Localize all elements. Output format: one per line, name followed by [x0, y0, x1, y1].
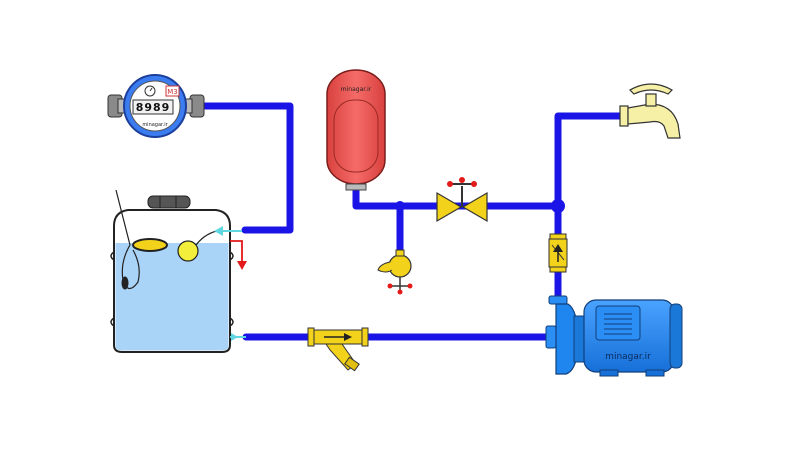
- meter-brand: minagar.ir: [142, 122, 168, 128]
- meter-unit: M3: [167, 88, 178, 96]
- meter-reading: 8989: [136, 101, 171, 114]
- expansion-tank-brand: minagar.ir: [341, 86, 372, 93]
- pipe-meter-to-tank: [201, 102, 294, 234]
- pipe-pump-riser: [554, 112, 624, 304]
- float-valve-ball: [177, 240, 199, 262]
- pipe-expansion-branch: [352, 186, 562, 210]
- sensor-cable: [115, 189, 140, 290]
- water-meter[interactable]: 8989 M3 minagar.ir: [107, 74, 205, 138]
- flow-direction-icon: [553, 244, 563, 252]
- inlet-flow-arrow: [214, 226, 242, 236]
- faucet[interactable]: [619, 83, 681, 139]
- outlet-flow-arrow: [230, 333, 246, 341]
- pressure-switch[interactable]: [377, 249, 413, 295]
- gate-valve[interactable]: [436, 177, 488, 223]
- drain-arrow: [230, 240, 247, 270]
- water-pump[interactable]: minagar.ir: [545, 295, 683, 377]
- level-float: [132, 238, 168, 252]
- tank-water: [115, 243, 229, 351]
- storage-tank[interactable]: [110, 189, 234, 353]
- pipe-junction: [551, 199, 565, 213]
- check-valve[interactable]: [548, 233, 568, 273]
- y-strainer[interactable]: [307, 327, 369, 372]
- valve-handle-icon[interactable]: [447, 181, 453, 187]
- pump-brand: minagar.ir: [605, 352, 651, 362]
- pipe-junction: [395, 201, 405, 211]
- flow-direction-icon: [344, 333, 352, 341]
- faucet-handle-icon[interactable]: [629, 83, 673, 95]
- expansion-tank[interactable]: minagar.ir: [326, 69, 386, 191]
